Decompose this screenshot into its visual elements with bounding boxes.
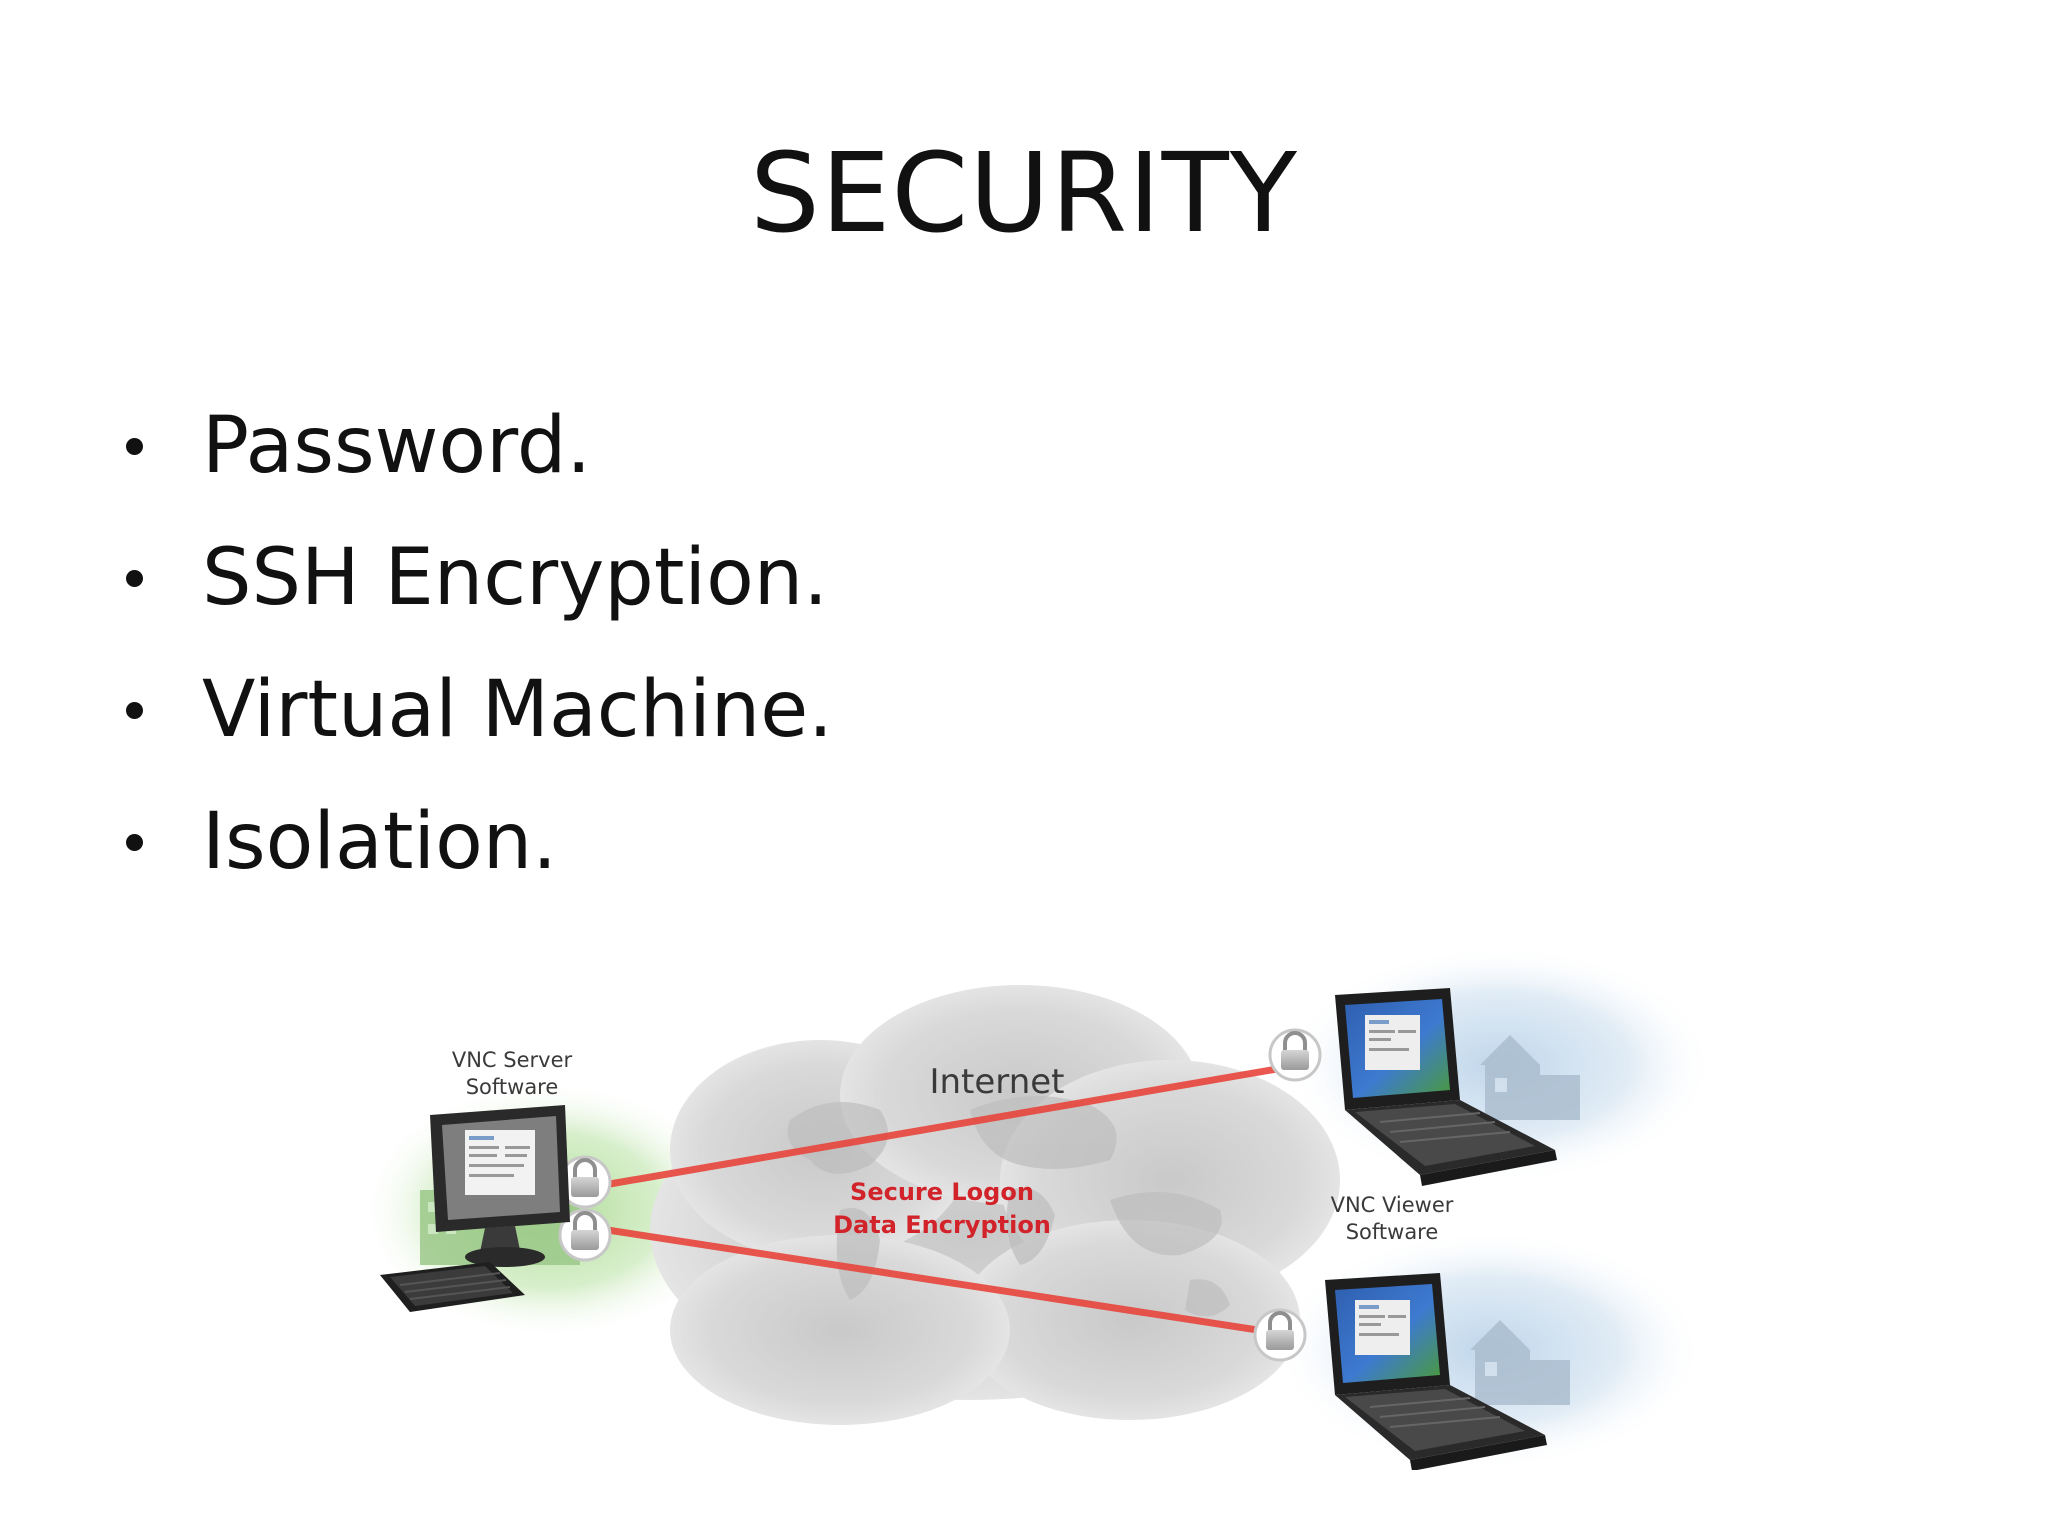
server-label-line1: VNC Server bbox=[452, 1048, 573, 1072]
laptop-icon bbox=[1325, 1273, 1547, 1470]
bullet-dot bbox=[126, 570, 143, 587]
slide-title: SECURITY bbox=[750, 129, 1298, 257]
padlock-icon bbox=[1253, 1308, 1307, 1362]
vnc-diagram-svg: Internet VNC Server Software VNC Viewer … bbox=[370, 950, 1715, 1470]
viewer-label-line1: VNC Viewer bbox=[1331, 1193, 1454, 1217]
secure-logon-label: Secure Logon bbox=[850, 1178, 1034, 1206]
connection-line-top bbox=[574, 1061, 1301, 1194]
desktop-computer-icon bbox=[430, 1105, 570, 1267]
padlock-icon bbox=[558, 1208, 612, 1262]
bullet-dot bbox=[126, 702, 143, 719]
server-label-line2: Software bbox=[466, 1075, 559, 1099]
viewer-label-line2: Software bbox=[1346, 1220, 1439, 1244]
bullet-item: Password. bbox=[120, 380, 833, 512]
laptop-icon bbox=[1335, 988, 1557, 1186]
bullet-item: Isolation. bbox=[120, 776, 833, 908]
internet-label: Internet bbox=[929, 1062, 1064, 1102]
keyboard-icon bbox=[380, 1262, 525, 1312]
bullet-text: SSH Encryption. bbox=[202, 533, 829, 623]
bullet-item: Virtual Machine. bbox=[120, 644, 833, 776]
bullet-dot bbox=[126, 834, 143, 851]
building-icon bbox=[1480, 1035, 1580, 1120]
bullet-text: Virtual Machine. bbox=[202, 665, 833, 755]
bullet-list: Password. SSH Encryption. Virtual Machin… bbox=[120, 380, 833, 908]
bullet-text: Isolation. bbox=[202, 797, 558, 887]
bullet-text: Password. bbox=[202, 401, 592, 491]
bullet-dot bbox=[126, 438, 143, 455]
data-encryption-label: Data Encryption bbox=[833, 1211, 1051, 1239]
padlock-icon bbox=[558, 1155, 612, 1209]
building-icon bbox=[1470, 1320, 1570, 1405]
connection-line-bottom bbox=[574, 1221, 1291, 1339]
vnc-network-diagram: Internet VNC Server Software VNC Viewer … bbox=[370, 950, 1720, 1470]
bullet-item: SSH Encryption. bbox=[120, 512, 833, 644]
padlock-icon bbox=[1268, 1028, 1322, 1082]
